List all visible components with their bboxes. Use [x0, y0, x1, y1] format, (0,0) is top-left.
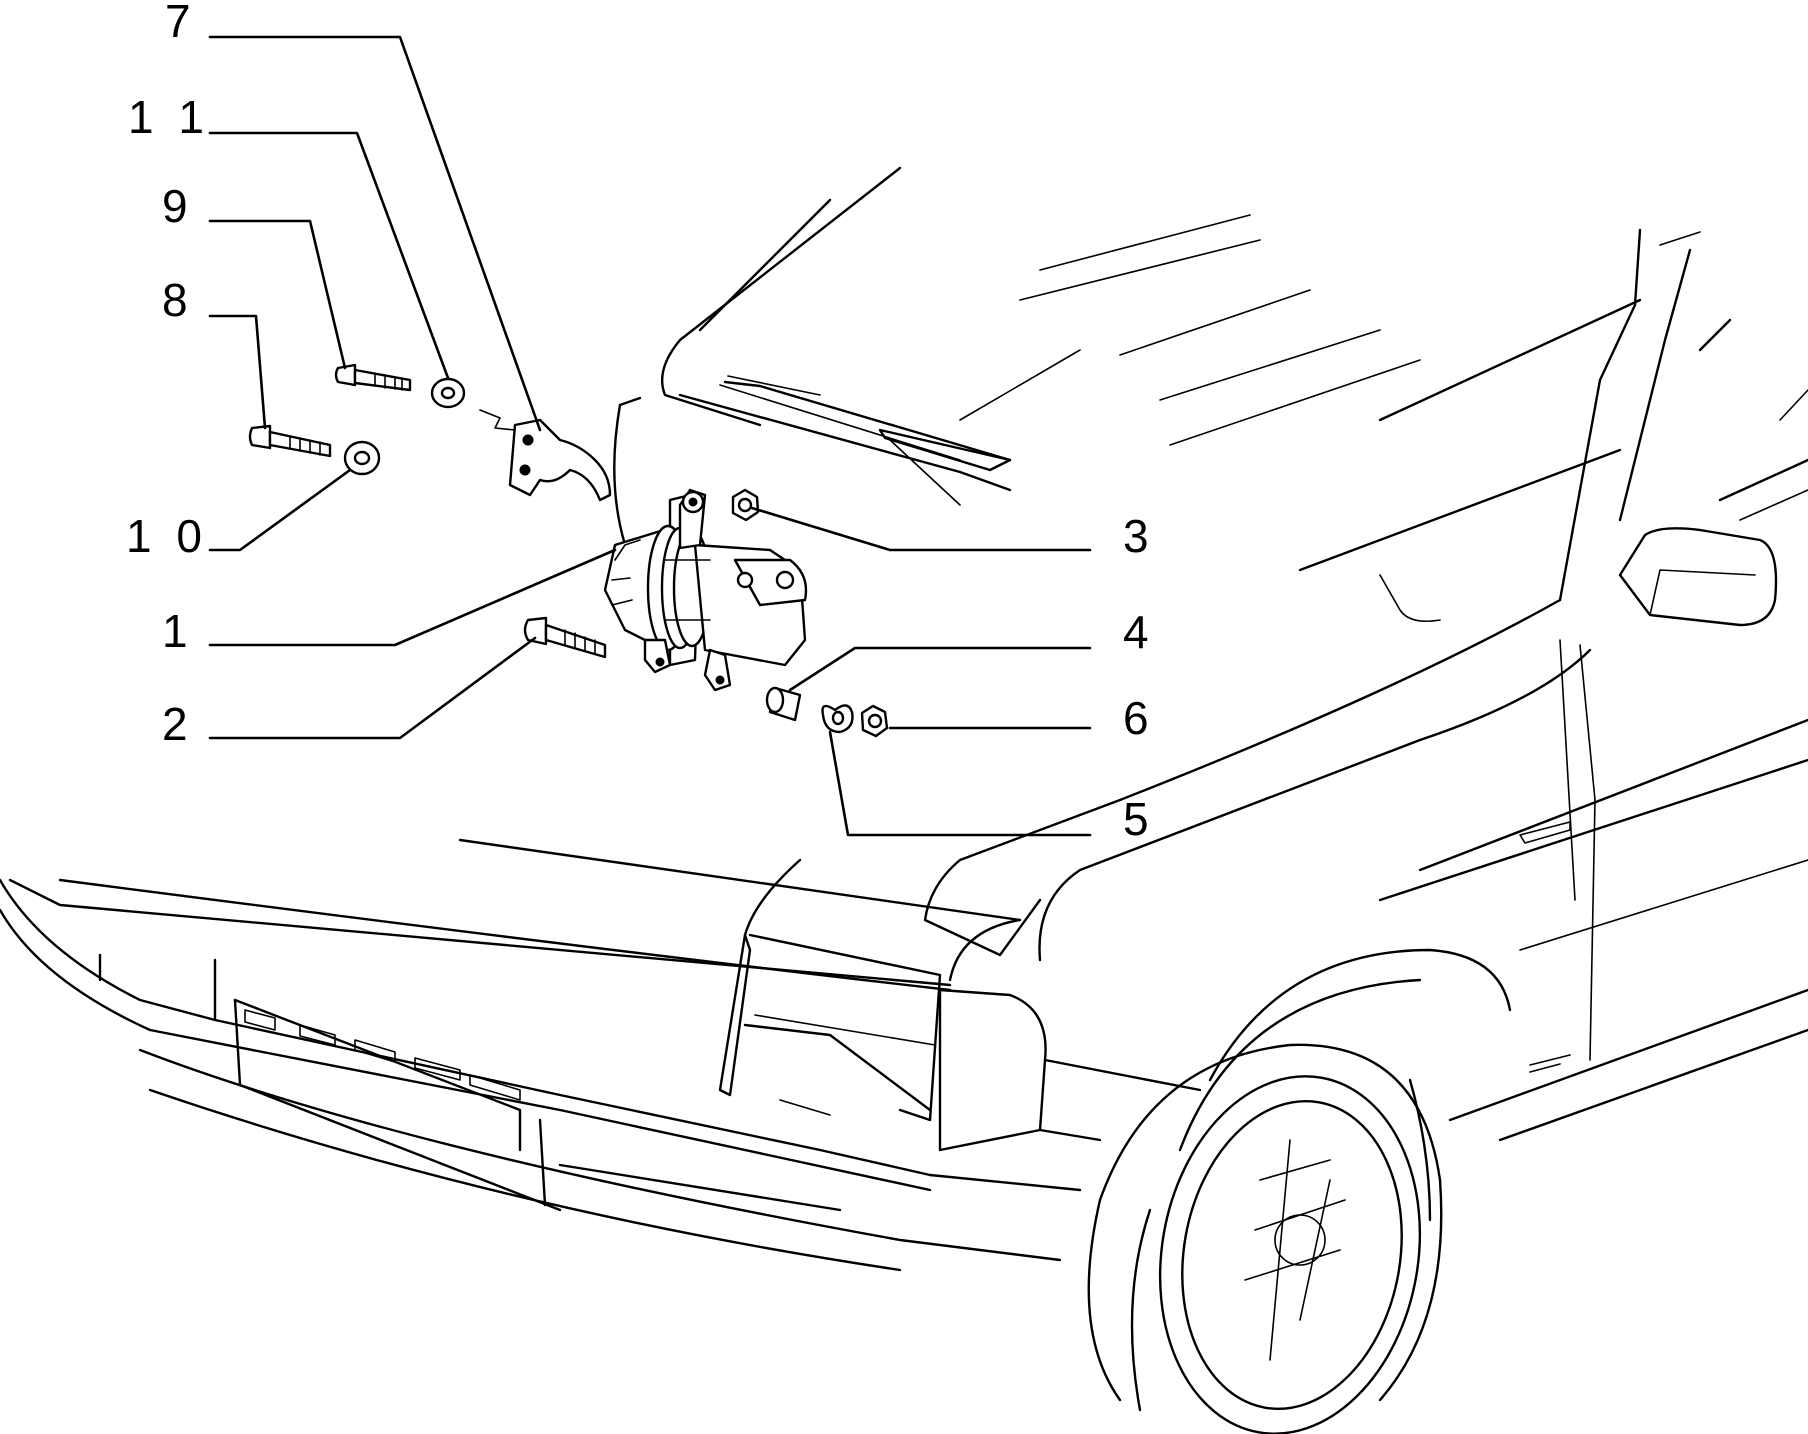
callout-5: 5 — [1123, 793, 1155, 845]
part-3-nut — [731, 488, 760, 522]
part-4-spacer — [765, 686, 802, 722]
part-6-nut — [860, 704, 889, 738]
callout-3: 3 — [1123, 510, 1155, 562]
leader-4 — [788, 646, 1092, 692]
leader-lines — [208, 35, 1092, 837]
part-5-lock-washer — [821, 704, 854, 734]
part-2-bolt — [523, 616, 607, 659]
part-7-bracket — [479, 409, 612, 502]
callout-labels: 7 1 1 9 8 1 0 1 2 3 4 6 5 — [126, 0, 1155, 845]
part-1-compressor — [603, 488, 808, 692]
leader-8 — [208, 314, 267, 430]
callout-11: 1 1 — [128, 91, 210, 143]
leader-7 — [208, 35, 542, 432]
leader-5 — [828, 730, 1092, 837]
callout-9: 9 — [162, 180, 194, 232]
part-11-washer — [430, 377, 466, 409]
callout-7: 7 — [165, 0, 197, 47]
leader-9 — [208, 219, 347, 370]
leader-11 — [208, 131, 450, 380]
callout-10: 1 0 — [126, 510, 208, 562]
callout-2: 2 — [162, 698, 194, 750]
leader-1 — [208, 548, 617, 647]
callout-4: 4 — [1123, 606, 1155, 658]
leader-10 — [208, 468, 352, 552]
callout-6: 6 — [1123, 692, 1155, 744]
part-10-washer — [343, 440, 381, 476]
callout-8: 8 — [162, 274, 194, 326]
leader-2 — [208, 636, 537, 740]
car-outline — [0, 166, 1808, 1434]
part-9-bolt — [334, 363, 412, 392]
callout-1: 1 — [162, 605, 194, 657]
part-8-bolt — [248, 424, 332, 458]
leader-3 — [750, 506, 1092, 552]
